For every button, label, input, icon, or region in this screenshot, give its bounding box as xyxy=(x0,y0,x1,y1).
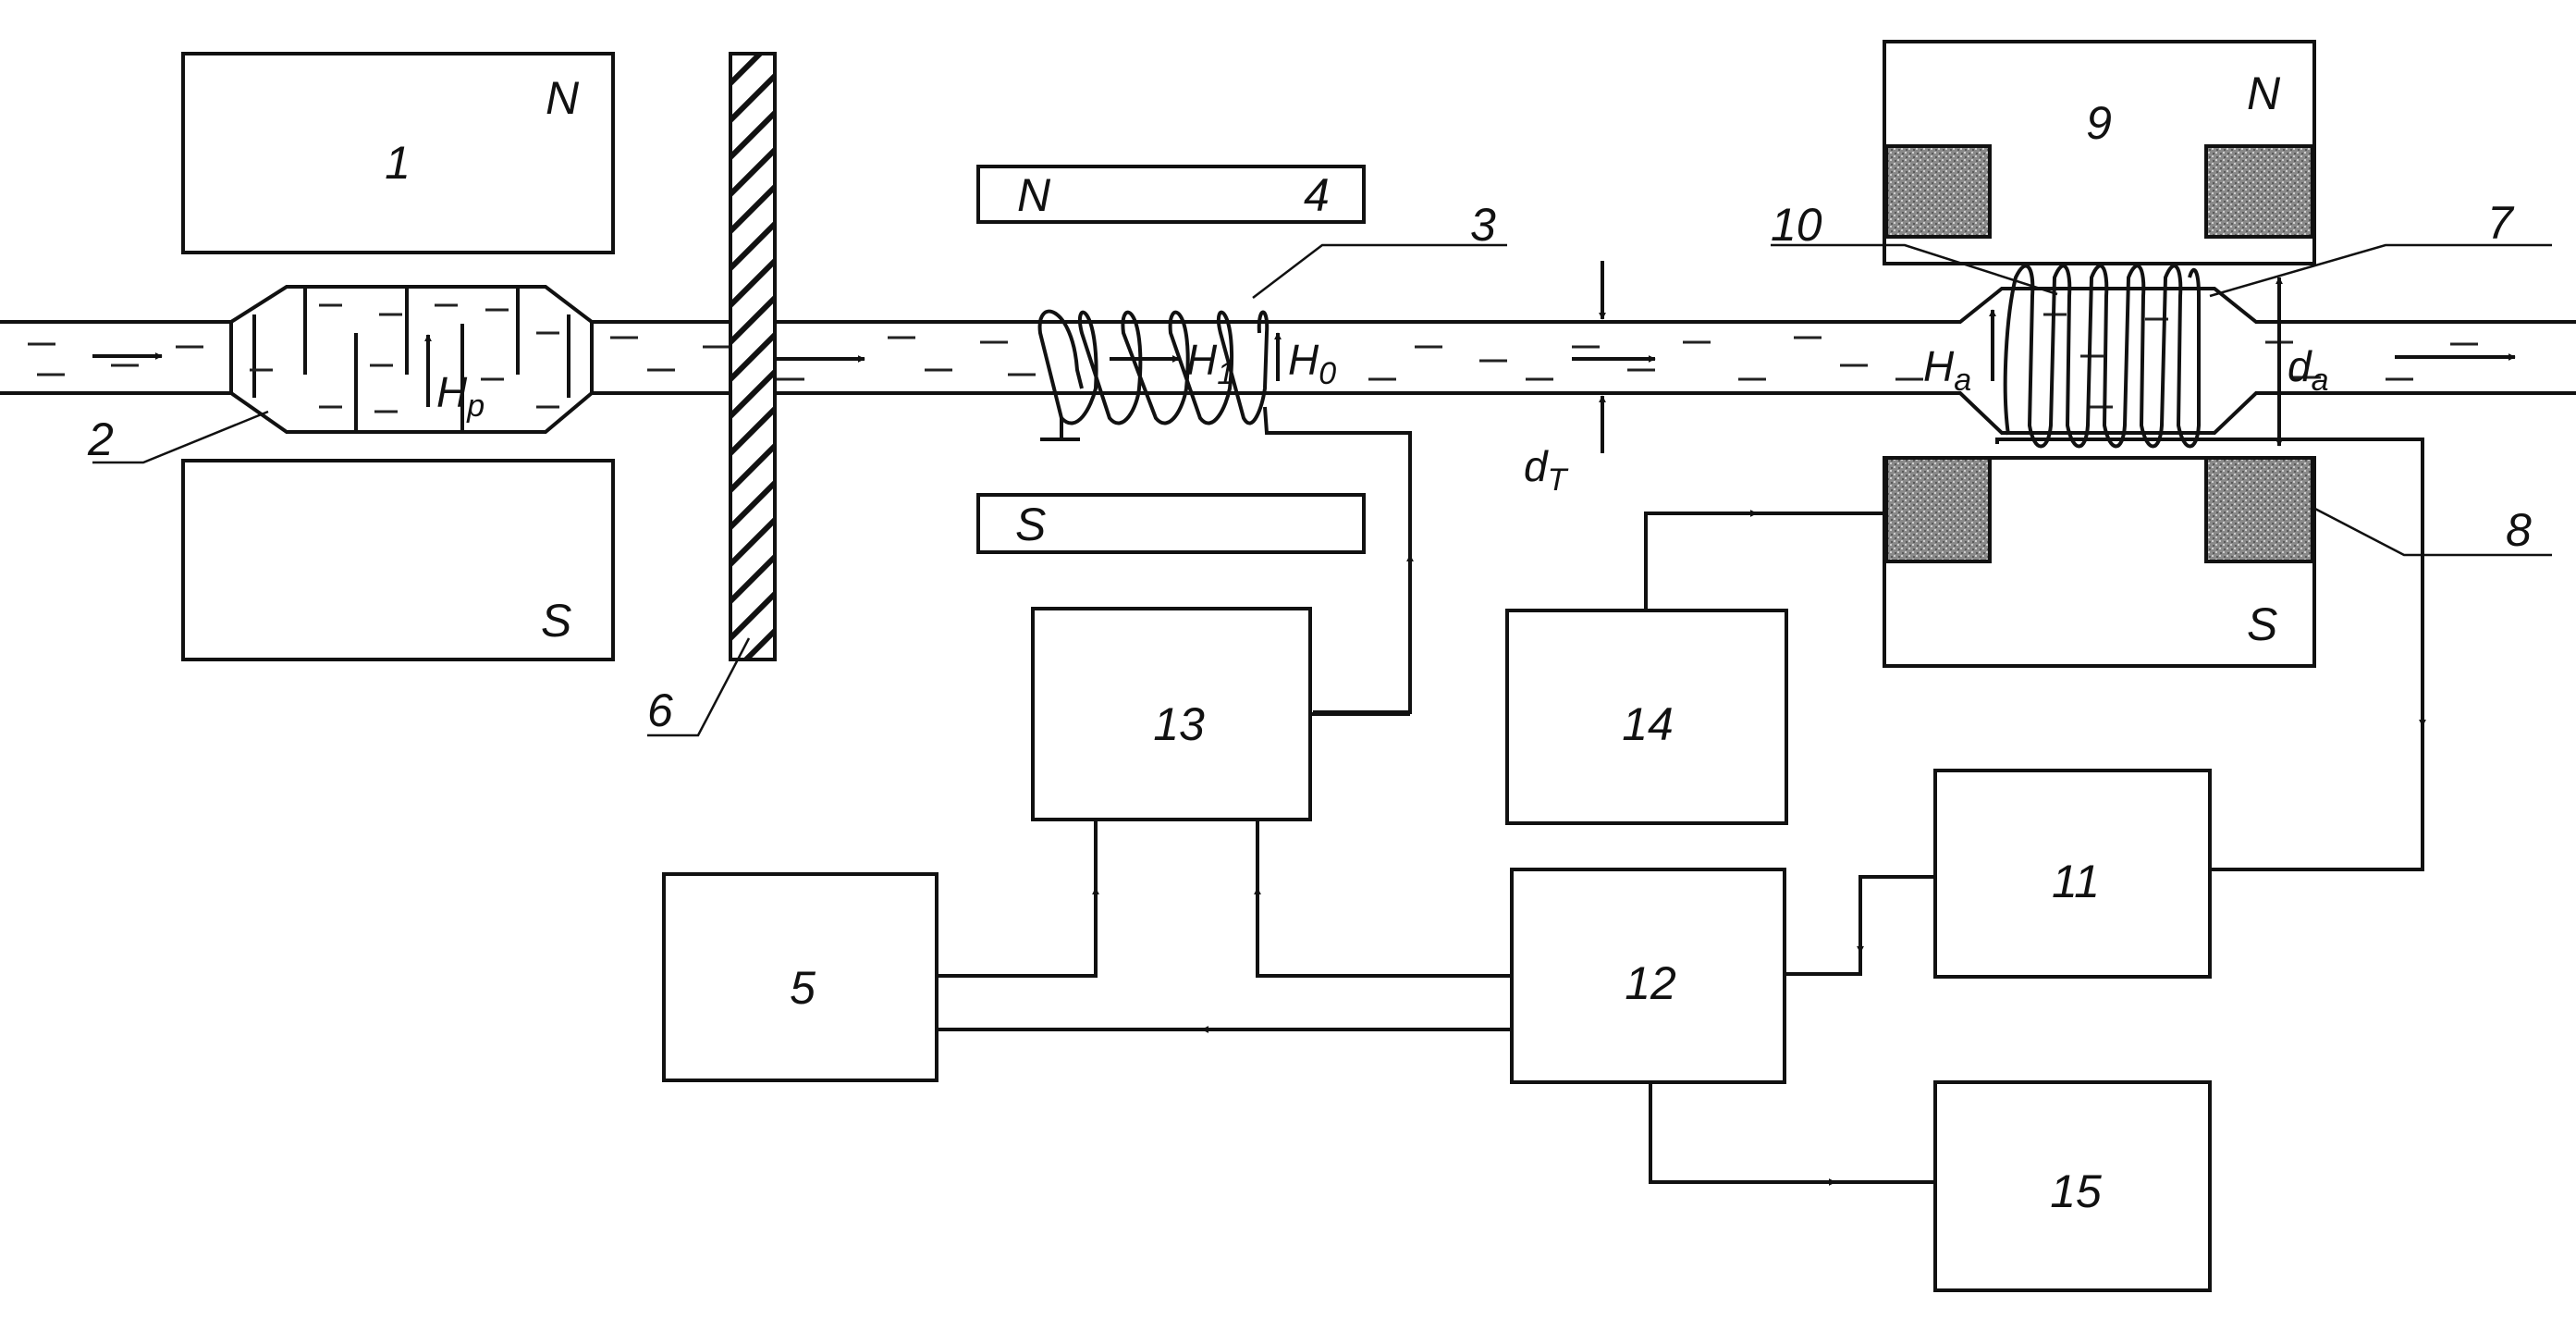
magnet-1-north xyxy=(181,52,615,254)
block-15 xyxy=(1933,1080,2212,1292)
callout-leaders xyxy=(92,243,2552,737)
magnet-1-pole-n: N xyxy=(546,72,580,124)
magnet-core-icon xyxy=(1884,456,1992,563)
block-13 xyxy=(1031,607,1312,821)
h1-symbol: H xyxy=(1186,336,1218,384)
magnet-4-pole-n: N xyxy=(1017,169,1051,221)
magnet-core-icon xyxy=(1884,144,1992,239)
block-4-label: 4 xyxy=(1304,169,1330,221)
block-12-label: 12 xyxy=(1625,957,1676,1009)
block-15-label: 15 xyxy=(2050,1165,2102,1217)
dt-symbol: d xyxy=(1524,442,1549,490)
magnet-core-icon xyxy=(2204,456,2314,563)
ha-subscript: a xyxy=(1954,363,1971,398)
magnet-4-south xyxy=(976,493,1366,554)
dt-subscript: T xyxy=(1548,462,1569,498)
callout-10: 10 xyxy=(1771,199,1822,251)
sensor-2-particles xyxy=(250,303,559,413)
svg-text:da: da xyxy=(2288,342,2329,398)
magnet-4-pole-s: S xyxy=(1015,499,1046,550)
hp-subscript: p xyxy=(466,388,485,424)
block-14 xyxy=(1505,609,1788,825)
magnet-1-pole-s: S xyxy=(541,595,571,647)
block-14-label: 14 xyxy=(1622,698,1674,750)
block-11-label: 11 xyxy=(2052,856,2100,907)
pipe xyxy=(0,285,2576,435)
callout-7: 7 xyxy=(2487,197,2515,249)
svg-text:dT: dT xyxy=(1524,442,1569,498)
svg-text:H1: H1 xyxy=(1186,336,1234,391)
magnet-9-pole-s: S xyxy=(2247,598,2277,650)
block-11 xyxy=(1933,769,2212,979)
svg-text:H0: H0 xyxy=(1288,336,1336,391)
magnet-4-north xyxy=(976,165,1366,224)
block-1-label: 1 xyxy=(385,137,411,189)
hp-symbol: H xyxy=(436,368,468,416)
svg-text:Ha: Ha xyxy=(1923,342,1971,398)
fluid-particles xyxy=(28,313,2478,409)
sensor-2-baffles xyxy=(252,287,570,432)
magnet-9-pole-n: N xyxy=(2247,68,2281,119)
svg-text:Hp: Hp xyxy=(436,368,485,424)
callout-8: 8 xyxy=(2506,504,2532,556)
magnet-1-south xyxy=(181,459,615,661)
block-5-label: 5 xyxy=(790,962,816,1014)
callout-6: 6 xyxy=(647,684,673,736)
block-13-label: 13 xyxy=(1153,698,1205,750)
h1-subscript: 1 xyxy=(1217,356,1234,391)
block-12 xyxy=(1510,868,1786,1084)
block-5 xyxy=(662,872,938,1082)
connection-arrows xyxy=(1092,510,2426,1186)
ha-symbol: H xyxy=(1923,342,1955,390)
callout-3: 3 xyxy=(1470,199,1496,251)
callout-2: 2 xyxy=(87,413,114,465)
block-9-label: 9 xyxy=(2086,97,2112,149)
hatched-wall-icon xyxy=(729,52,777,661)
h0-subscript: 0 xyxy=(1319,356,1336,391)
da-symbol: d xyxy=(2288,342,2312,390)
coil-icon xyxy=(1995,264,2424,698)
da-subscript: a xyxy=(2312,363,2329,398)
magnet-core-icon xyxy=(2204,144,2314,239)
h0-symbol: H xyxy=(1288,336,1319,384)
